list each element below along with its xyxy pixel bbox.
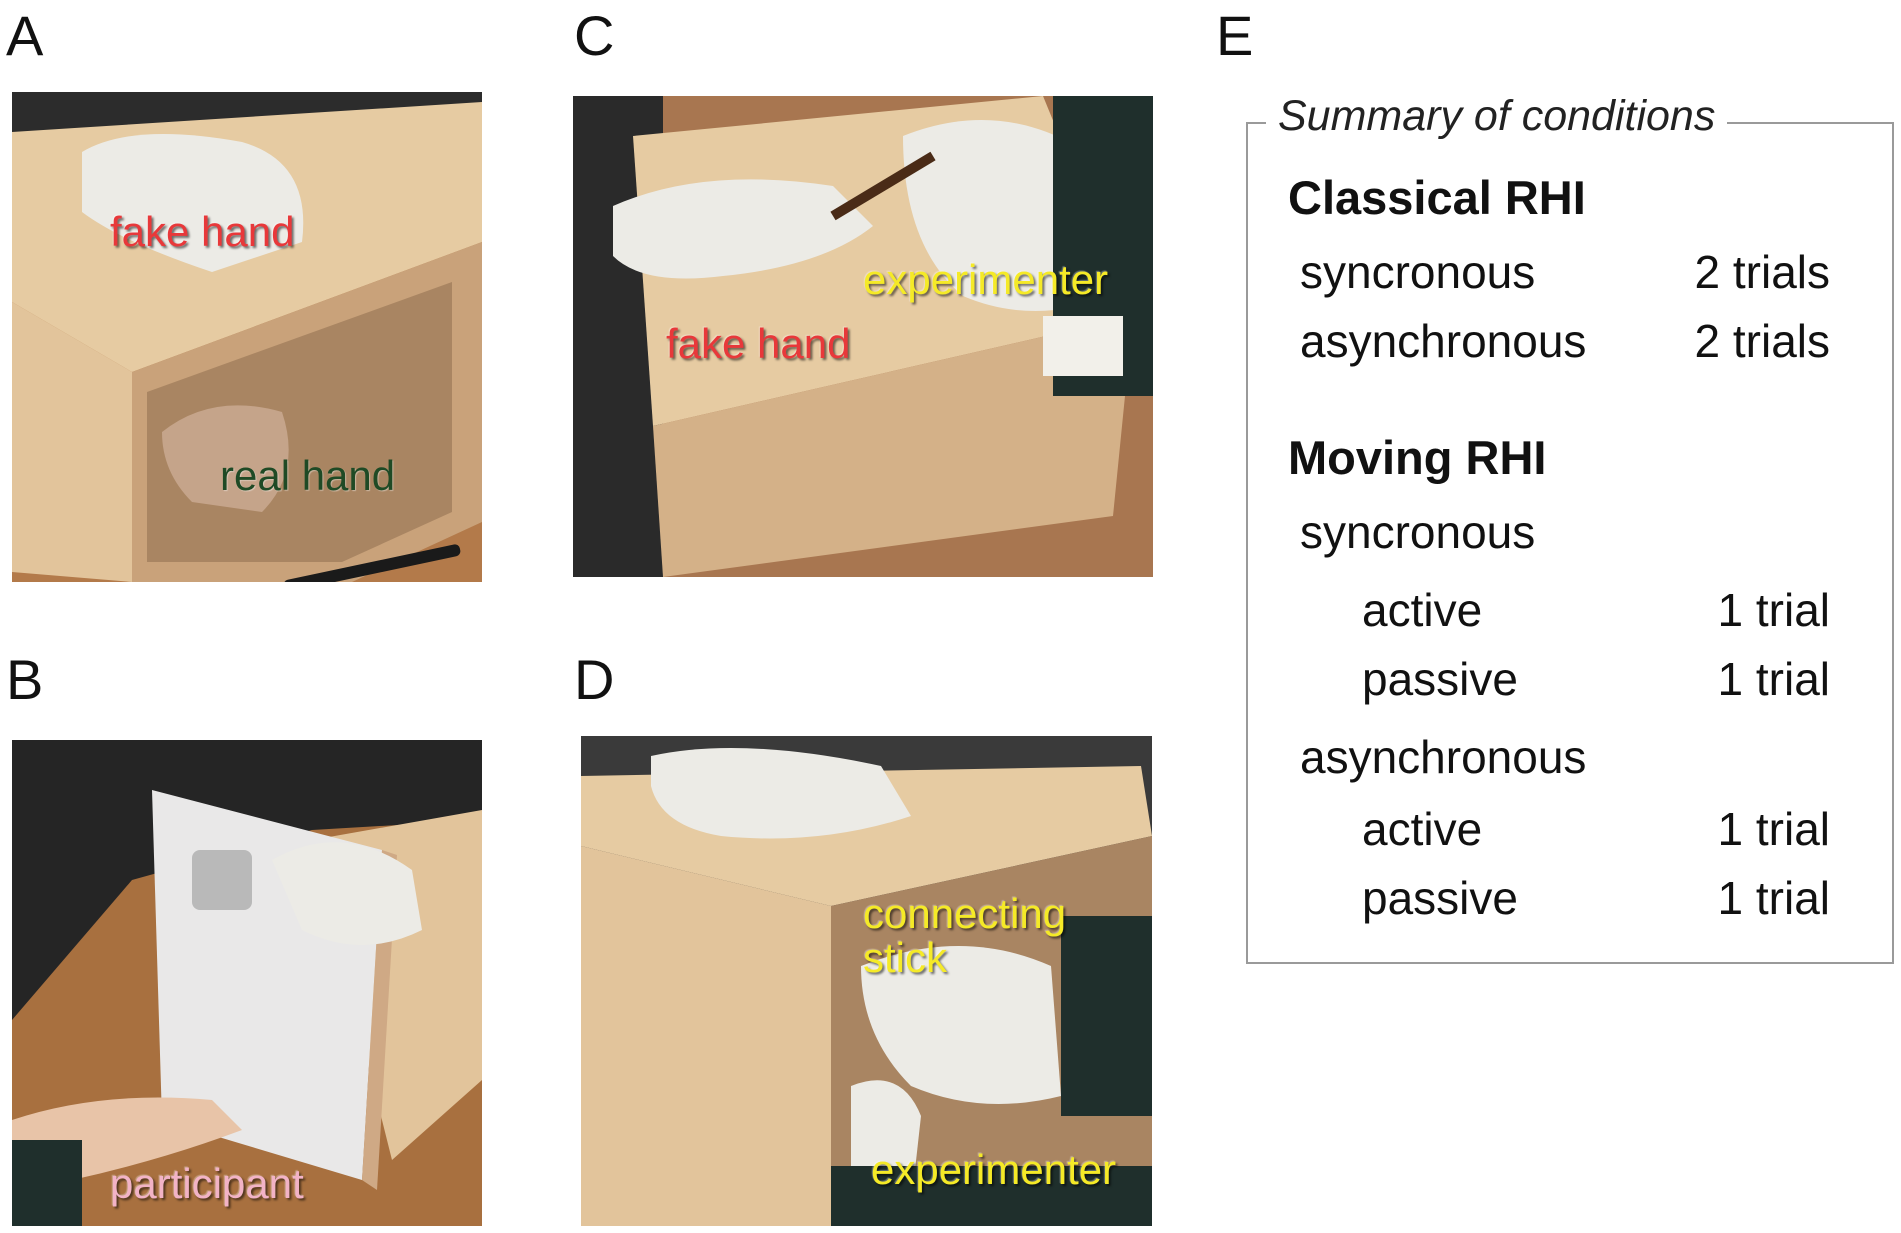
label-real-hand: real hand (220, 452, 396, 499)
panel-letter-b: B (6, 648, 44, 711)
classical-sync-label: syncronous (1300, 246, 1536, 298)
photo-a-box-setup: fake hand real hand (12, 92, 482, 582)
moving-rhi-heading: Moving RHI (1288, 431, 1547, 484)
classical-async-value: 2 trials (1694, 315, 1830, 367)
classical-async-label: asynchronous (1300, 315, 1587, 367)
photo-c-brush-stroking: experimenter fake hand (573, 96, 1153, 577)
photo-d-connecting-stick: connecting stick experimenter (581, 736, 1152, 1226)
label-fake-hand: fake hand (110, 208, 295, 255)
classical-rhi-heading: Classical RHI (1288, 171, 1586, 224)
moving-async-passive-value: 1 trial (1717, 872, 1830, 924)
panel-letter-e: E (1216, 4, 1254, 67)
photo-b-participant-view: participant (12, 740, 482, 1226)
panel-letter-a: A (6, 4, 44, 67)
label-experimenter: experimenter (863, 256, 1109, 303)
moving-sync-label: syncronous (1300, 506, 1536, 558)
classical-sync-value: 2 trials (1694, 246, 1830, 298)
panel-letter-c: C (574, 4, 615, 67)
label-experimenter: experimenter (871, 1146, 1117, 1193)
moving-sync-active-value: 1 trial (1717, 584, 1830, 636)
label-connecting-stick-line1: connecting (863, 890, 1067, 937)
label-participant: participant (110, 1160, 304, 1207)
label-connecting-stick: connecting stick (863, 890, 1067, 982)
moving-sync-passive-label: passive (1362, 653, 1518, 705)
moving-sync-active-label: active (1362, 584, 1483, 636)
moving-async-label: asynchronous (1300, 731, 1587, 783)
label-fake-hand: fake hand (666, 320, 851, 367)
panel-letter-d: D (574, 648, 615, 711)
label-connecting-stick-line2: stick (863, 934, 947, 982)
summary-title: Summary of conditions (1266, 92, 1728, 141)
moving-async-active-label: active (1362, 803, 1483, 855)
moving-async-passive-label: passive (1362, 872, 1518, 924)
moving-sync-passive-value: 1 trial (1717, 653, 1830, 705)
moving-async-active-value: 1 trial (1717, 803, 1830, 855)
